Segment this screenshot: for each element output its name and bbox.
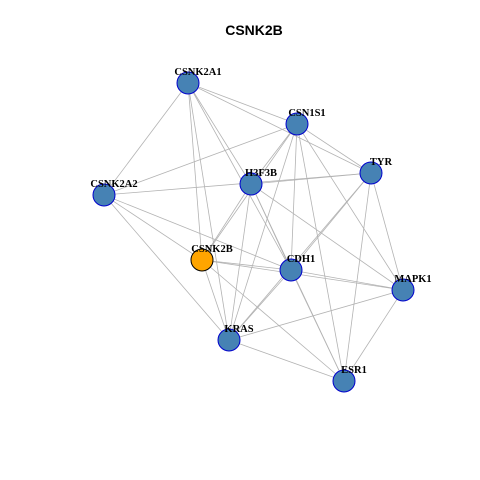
edge-csn1s1-csnk2a2	[103, 123, 298, 196]
node-esr1[interactable]	[332, 369, 356, 393]
edge-h3f3b-mapk1	[250, 183, 404, 291]
node-label-cdh1: CDH1	[287, 254, 316, 265]
edge-csn1s1-esr1	[296, 123, 345, 382]
edge-csnk2a2-csnk2b	[103, 194, 203, 261]
node-label-csnk2a1: CSNK2A1	[174, 67, 221, 78]
graph-title: CSNK2B	[225, 22, 283, 38]
edge-cdh1-kras	[228, 269, 292, 341]
node-label-csn1s1: CSN1S1	[288, 108, 325, 119]
edge-csnk2a2-cdh1	[103, 194, 292, 271]
node-label-tyr: TYR	[370, 157, 393, 168]
edge-csn1s1-mapk1	[296, 123, 404, 291]
edge-csnk2b-esr1	[201, 259, 345, 382]
edge-csn1s1-h3f3b	[250, 123, 298, 185]
node-h3f3b[interactable]	[239, 172, 263, 196]
node-csn1s1[interactable]	[285, 112, 309, 136]
edge-csnk2a1-kras	[187, 82, 230, 341]
edge-csnk2a1-h3f3b	[187, 82, 252, 185]
nodes-layer	[92, 71, 415, 393]
edge-tyr-kras	[228, 172, 372, 341]
node-label-h3f3b: H3F3B	[245, 168, 277, 179]
edge-csnk2a1-csnk2a2	[103, 82, 189, 196]
node-label-esr1: ESR1	[341, 365, 367, 376]
node-label-kras: KRAS	[224, 324, 253, 335]
node-kras[interactable]	[217, 328, 241, 352]
node-label-csnk2a2: CSNK2A2	[90, 179, 137, 190]
edge-h3f3b-kras	[228, 183, 252, 341]
edge-csnk2a1-csnk2b	[187, 82, 203, 261]
edge-csn1s1-cdh1	[290, 123, 298, 271]
edge-tyr-csnk2a2	[103, 172, 372, 196]
edge-h3f3b-csnk2b	[201, 183, 252, 261]
node-label-mapk1: MAPK1	[394, 274, 431, 285]
edge-csnk2b-mapk1	[201, 259, 404, 291]
edge-cdh1-esr1	[290, 269, 345, 382]
edge-mapk1-kras	[228, 289, 404, 341]
edge-csnk2b-kras	[201, 259, 230, 341]
edge-mapk1-esr1	[343, 289, 404, 382]
edge-tyr-esr1	[343, 172, 372, 382]
node-cdh1[interactable]	[279, 258, 303, 282]
node-csnk2a1[interactable]	[176, 71, 200, 95]
edge-csnk2a1-cdh1	[187, 82, 292, 271]
node-mapk1[interactable]	[391, 278, 415, 302]
edge-kras-esr1	[228, 339, 345, 382]
edge-csn1s1-tyr	[296, 123, 372, 174]
edges-layer	[103, 82, 404, 382]
edge-tyr-mapk1	[370, 172, 404, 291]
edge-csnk2a1-tyr	[187, 82, 372, 174]
edge-csnk2a2-kras	[103, 194, 230, 341]
node-tyr[interactable]	[359, 161, 383, 185]
edge-csnk2a1-csn1s1	[187, 82, 298, 125]
edge-cdh1-mapk1	[290, 269, 404, 291]
node-csnk2b[interactable]	[190, 248, 214, 272]
node-csnk2a2[interactable]	[92, 183, 116, 207]
node-label-csnk2b: CSNK2B	[191, 244, 232, 255]
edge-csnk2b-cdh1	[201, 259, 292, 271]
edge-csn1s1-kras	[228, 123, 298, 341]
